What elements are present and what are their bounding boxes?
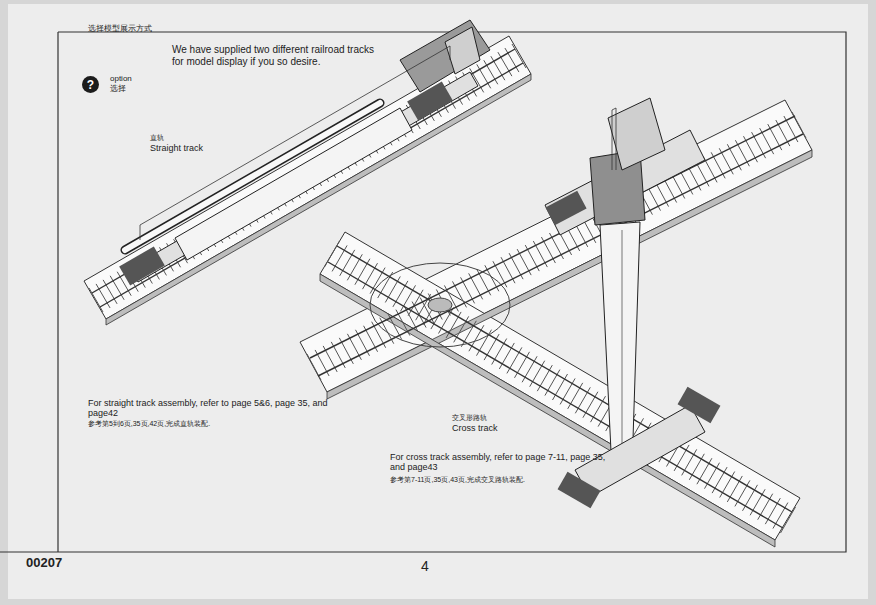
sleeper [512, 44, 526, 68]
section-title: 选择模型展示方式 [88, 24, 152, 33]
intro-note: We have supplied two different railroad … [172, 44, 387, 67]
option-label-cn: 选择 [110, 84, 126, 93]
rail [328, 262, 783, 528]
gun-carriage [575, 405, 705, 497]
assembly-note: For cross track assembly, refer to page … [390, 452, 620, 473]
rail [337, 246, 792, 512]
gun-breech-platform [400, 20, 490, 92]
bogie [678, 387, 721, 423]
track-name: Cross track [452, 423, 498, 433]
gun-barrel [125, 103, 380, 250]
sleeper [781, 507, 796, 533]
barrel-line [622, 230, 623, 468]
turntable-pivot [428, 298, 452, 312]
track-name-cn: 直轨 [150, 134, 164, 142]
rail [310, 116, 795, 358]
gun-carriage [130, 72, 478, 282]
kit-number: 00207 [26, 556, 62, 571]
rail [92, 49, 515, 293]
page-frame [0, 32, 846, 552]
bogie [119, 246, 165, 285]
handrail [140, 46, 450, 240]
paper-sheet [8, 4, 868, 599]
assembly-note-cn: 参考第5到6页,35页,42页,完成直轨装配. [88, 420, 210, 428]
page-number: 4 [421, 558, 429, 574]
bogie [545, 191, 586, 226]
track-name: Straight track [150, 143, 203, 153]
assembly-note-cn: 参考第7-11页,35页,43页,完成交叉路轨装配. [390, 476, 525, 484]
gun-barrel [125, 103, 380, 250]
cross-track-arm [300, 100, 812, 392]
bogie [407, 81, 453, 120]
track-name-cn: 交叉形路轨 [452, 414, 487, 422]
option-label: option [110, 74, 132, 83]
rail [318, 134, 803, 376]
assembly-note: For straight track assembly, refer to pa… [88, 398, 328, 419]
page-frame [57, 32, 58, 552]
cross-track-edge [327, 150, 812, 399]
bogie [558, 472, 601, 508]
gun-barrel [600, 222, 640, 472]
option-badge: ? [82, 76, 99, 93]
badge-symbol: ? [87, 78, 94, 92]
cross-track-edge [320, 274, 775, 547]
shield [608, 98, 665, 170]
handrail [612, 108, 616, 170]
turntable [370, 263, 510, 347]
